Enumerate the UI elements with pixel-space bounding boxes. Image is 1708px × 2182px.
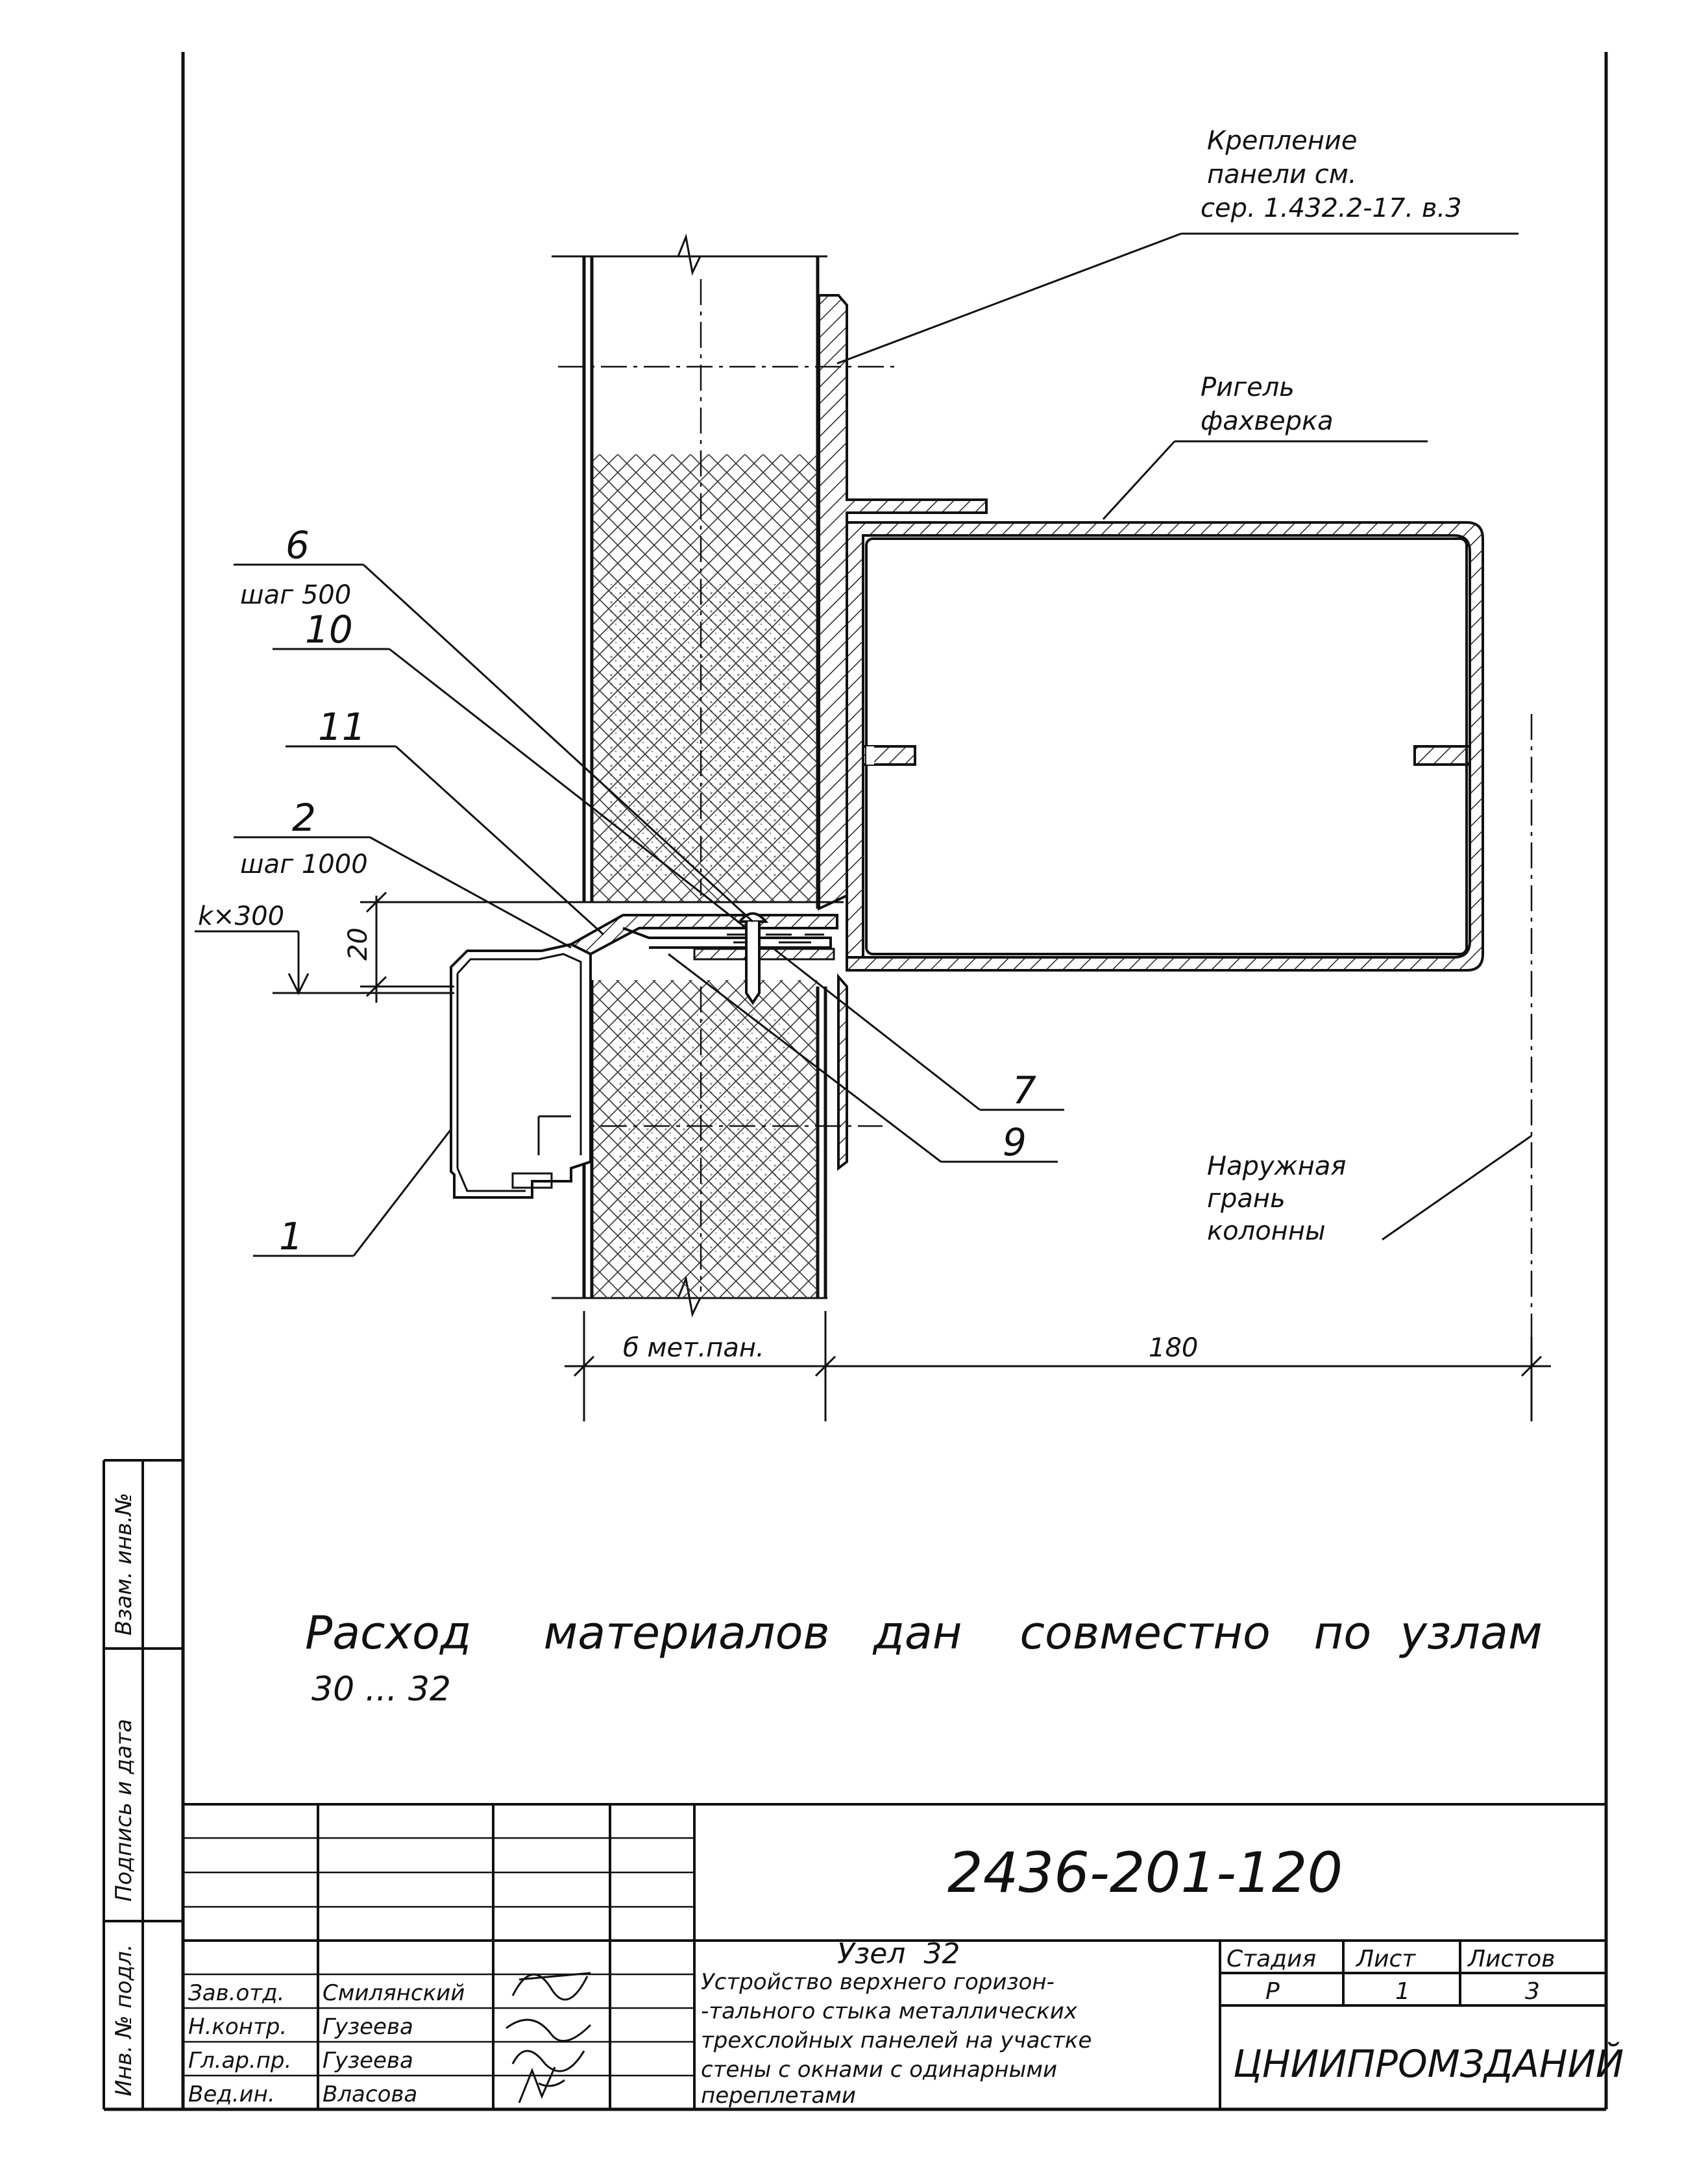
- fastener-bolt: [737, 912, 769, 1005]
- callout-fastening-1: Крепление: [1207, 126, 1357, 156]
- callout-outer-face-1: Наружная: [1207, 1151, 1346, 1181]
- part-10: 10: [305, 607, 353, 652]
- node-desc-4: стены с окнами с одинарными: [701, 2057, 1057, 2083]
- staff-name-2: Гузеева: [323, 2014, 413, 2040]
- node-desc-5: переплетами: [701, 2083, 856, 2109]
- staff-role-4: Вед.ин.: [188, 2081, 275, 2107]
- staff-name-1: Смилянский: [323, 1980, 465, 2006]
- title-block: 2436-201-120 Зав.отд. Смилянский Н.контр…: [183, 1803, 1624, 2109]
- materials-note-line1: Расход материалов дан совместно по узлам: [305, 1606, 1543, 1660]
- stamp-inv-original: Инв. № подл.: [111, 1944, 137, 2096]
- staff-role-1: Зав.отд.: [188, 1980, 284, 2006]
- value-sheet: 1: [1395, 1978, 1410, 2005]
- callout-fastening-3: сер. 1.432.2-17. в.3: [1201, 193, 1462, 223]
- node-desc-2: -тального стыка металлических: [701, 1998, 1078, 2024]
- part-6: 6: [286, 523, 310, 567]
- staff-role-3: Гл.ар.пр.: [188, 2048, 291, 2074]
- header-sheet: Лист: [1355, 1946, 1416, 1972]
- callout-outer-face-2: грань: [1207, 1184, 1286, 1214]
- signature-marks: [506, 1972, 592, 2103]
- callout-rigel-2: фахверка: [1201, 406, 1334, 436]
- staff-role-2: Н.контр.: [188, 2014, 287, 2040]
- header-stage: Стадия: [1226, 1946, 1316, 1972]
- materials-note-line2: 30 ... 32: [311, 1670, 451, 1709]
- part-1: 1: [279, 1214, 303, 1258]
- dim-k300: k×300: [198, 901, 284, 931]
- dim-20: 20: [343, 927, 373, 961]
- value-stage: Р: [1265, 1978, 1280, 2005]
- dim-panel: б мет.пан.: [623, 1333, 764, 1363]
- sheet-frame: [104, 52, 1608, 2111]
- staff-name-3: Гузеева: [323, 2048, 413, 2074]
- organization-name: ЦНИИПРОМЗДАНИЙ: [1233, 2041, 1624, 2086]
- node-desc-3: трехслойных панелей на участке: [701, 2028, 1092, 2053]
- callout-outer-face-3: колонны: [1207, 1216, 1326, 1246]
- part-2: 2: [292, 796, 316, 840]
- document-code: 2436-201-120: [947, 1841, 1343, 1906]
- node-title: Узел 32: [837, 1937, 960, 1970]
- dim-180: 180: [1149, 1333, 1198, 1363]
- node-desc-1: Устройство верхнего горизон-: [701, 1969, 1055, 1995]
- part-9: 9: [1003, 1120, 1027, 1164]
- rigel-tube: [846, 521, 1484, 972]
- callout-rigel-1: Ригель: [1201, 373, 1295, 402]
- stamp-signature-date: Подпись и дата: [111, 1719, 137, 1902]
- stamp-replace-inv: Взам. инв.№: [111, 1493, 137, 1636]
- staff-name-4: Власова: [323, 2081, 417, 2107]
- part-2-step: шаг 1000: [240, 850, 368, 879]
- header-sheets: Листов: [1467, 1946, 1555, 1972]
- part-6-step: шаг 500: [240, 580, 351, 610]
- section-drawing: Крепление панели см. сер. 1.432.2-17. в.…: [195, 126, 1551, 1421]
- part-7: 7: [1012, 1068, 1036, 1112]
- value-sheets: 3: [1525, 1978, 1540, 2005]
- side-stamp: Инв. № подл. Подпись и дата Взам. инв.№: [103, 1459, 183, 2109]
- window-frame-profile: [450, 942, 592, 1199]
- part-11: 11: [318, 705, 366, 749]
- callout-fastening-2: панели см.: [1207, 160, 1357, 190]
